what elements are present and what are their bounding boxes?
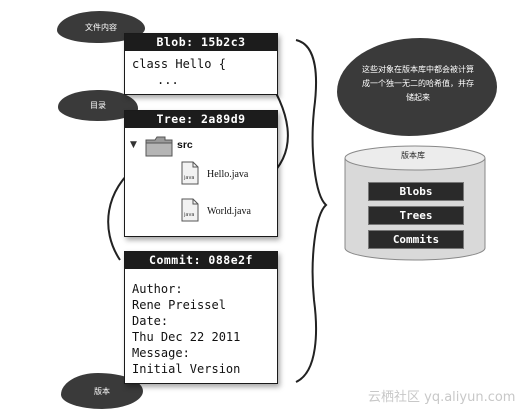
java-file-icon-text: java xyxy=(183,212,194,218)
repository-item-commits: Commits xyxy=(368,230,464,249)
commit-details: Author: Rene Preissel Date: Thu Dec 22 2… xyxy=(132,281,240,377)
tree-header: Tree: 2a89d9 xyxy=(125,111,277,128)
blob-header: Blob: 15b2c3 xyxy=(125,34,277,51)
repository-item-trees: Trees xyxy=(368,206,464,225)
blob-code-ellipsis: ... xyxy=(157,73,179,87)
java-file-icon-text: java xyxy=(183,175,194,181)
blob-code-line: class Hello { xyxy=(132,57,226,71)
file-name: World.java xyxy=(207,206,251,217)
curly-brace xyxy=(295,39,328,383)
java-file-icon: java xyxy=(181,161,199,185)
repository-item-blobs: Blobs xyxy=(368,182,464,201)
watermark: 云栖社区 yq.aliyun.com xyxy=(368,390,516,405)
commit-header: Commit: 088e2f xyxy=(125,252,277,269)
folder-name: src xyxy=(177,139,193,151)
label-directory-text: 目录 xyxy=(90,101,106,110)
label-file-content-text: 文件内容 xyxy=(85,22,117,32)
file-name: Hello.java xyxy=(207,169,249,180)
blob-box: Blob: 15b2c3 class Hello { ... xyxy=(124,33,278,95)
folder-icon xyxy=(145,136,173,157)
commit-line: Initial Version xyxy=(132,362,241,376)
commit-line: Author: xyxy=(132,282,183,296)
tree-box: Tree: 2a89d9 ▼ src java Hello.java java … xyxy=(124,110,278,237)
label-version-text: 版本 xyxy=(94,386,110,396)
commit-line: Message: xyxy=(132,346,190,360)
commit-line: Date: xyxy=(132,314,169,328)
hash-callout: 这些对象在版本库中都会被计算成一个独一无二的哈希值，并存储起来 xyxy=(337,38,497,136)
commit-line: Rene Preissel xyxy=(132,298,226,312)
expand-caret-icon: ▼ xyxy=(130,140,137,150)
java-file-icon: java xyxy=(181,198,199,222)
commit-line: Thu Dec 22 2011 xyxy=(132,330,241,344)
repository-title: 版本库 xyxy=(401,151,425,160)
hash-callout-text: 这些对象在版本库中都会被计算成一个独一无二的哈希值，并存储起来 xyxy=(362,65,474,102)
commit-box: Commit: 088e2f Author: Rene Preissel Dat… xyxy=(124,251,278,384)
